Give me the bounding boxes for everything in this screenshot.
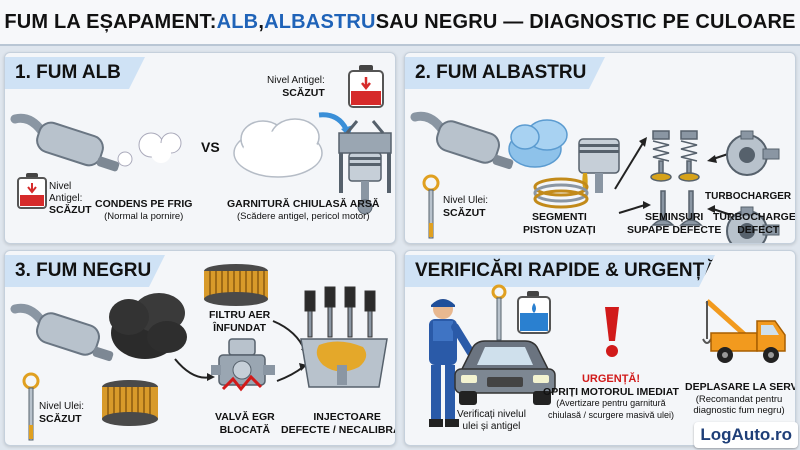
piston-rings-icon [533, 177, 589, 209]
vs-label: VS [201, 139, 220, 155]
arrows-icon [174, 320, 311, 382]
ulei-label: Nivel Ulei:SCĂZUT [39, 401, 85, 425]
condens-label: CONDENS PE FRIG(Normal la pornire) [95, 198, 193, 222]
tow-truck-icon [702, 299, 786, 363]
fuel-injectors-icon [300, 286, 388, 388]
oil-dipstick-icon [422, 174, 440, 239]
panel-quick-checks: VERIFICĂRI RAPIDE & URGENȚĂ Verificați n… [404, 250, 796, 446]
panel3-title: 3. FUM NEGRU [5, 255, 165, 287]
coolant-reservoir-icon [348, 65, 384, 108]
car-icon [454, 340, 556, 405]
urgenta-label: URGENȚĂ! OPRIȚI MOTORUL IMEDIAT (Avertiz… [543, 373, 679, 420]
exhaust-pipe-icon [410, 111, 514, 170]
turbocharger-defect-icon [726, 206, 780, 243]
air-filter-round-icon [102, 380, 158, 426]
title-alb: ALB [216, 10, 259, 33]
egr-valve-icon [211, 338, 275, 392]
valve-seals-icon [651, 190, 703, 226]
turbo-label: TURBOCHARGER [705, 191, 792, 202]
title-part1: FUM LA EȘAPAMENT: [4, 10, 217, 33]
title-albastru: ALBASTRU [264, 10, 376, 33]
deplasare-label: DEPLASARE LA SERVICE (Recomandat pentru … [685, 381, 795, 417]
black-smoke-cloud-icon [109, 293, 187, 359]
arrows-icon [614, 137, 732, 216]
brand-logo[interactable]: LogAuto.ro [694, 422, 798, 448]
mechanic-icon [429, 299, 475, 427]
oil-dipstick-icon [22, 372, 40, 441]
turbocharger-icon [726, 130, 780, 176]
garnitura-label: GARNITURĂ CHIULASĂ ARSĂ(Scădere antigel,… [227, 198, 380, 222]
piston-icon [578, 138, 620, 193]
ulei-label: Nivel Ulei:SCĂZUT [443, 195, 489, 219]
panel4-title: VERIFICĂRI RAPIDE & URGENȚĂ [405, 255, 715, 287]
coolant-bottle-icon [517, 291, 551, 334]
page-title: FUM LA EȘAPAMENT: ALB, ALBASTRU SAU NEGR… [0, 0, 800, 46]
exhaust-pipe-icon [10, 303, 114, 362]
panel2-title: 2. FUM ALBASTRU [405, 57, 605, 89]
antigel-top-label: Nivel Antigel:SCĂZUT [267, 75, 325, 99]
valve-springs-icon [650, 130, 700, 182]
panel-blue-smoke: 2. FUM ALBASTRU [404, 52, 796, 244]
oil-dipstick-icon [491, 284, 507, 341]
panel-white-smoke: 1. FUM ALB VS Nivel Antigel:SCĂZUT [4, 52, 396, 244]
title-sep1: , [258, 10, 265, 33]
engine-piston-icon [338, 120, 392, 215]
steam-cloud-icon [117, 132, 182, 167]
exhaust-pipe-icon [10, 113, 120, 172]
panel1-title: 1. FUM ALB [5, 57, 145, 89]
title-part2: SAU NEGRU — DIAGNOSTIC PE CULOARE [375, 10, 796, 33]
blue-smoke-cloud-icon [508, 119, 568, 168]
warning-exclamation-icon [605, 307, 619, 357]
air-filter-icon [204, 264, 268, 306]
white-smoke-cloud-icon [233, 118, 323, 178]
coolant-reservoir-small-icon [17, 173, 47, 209]
